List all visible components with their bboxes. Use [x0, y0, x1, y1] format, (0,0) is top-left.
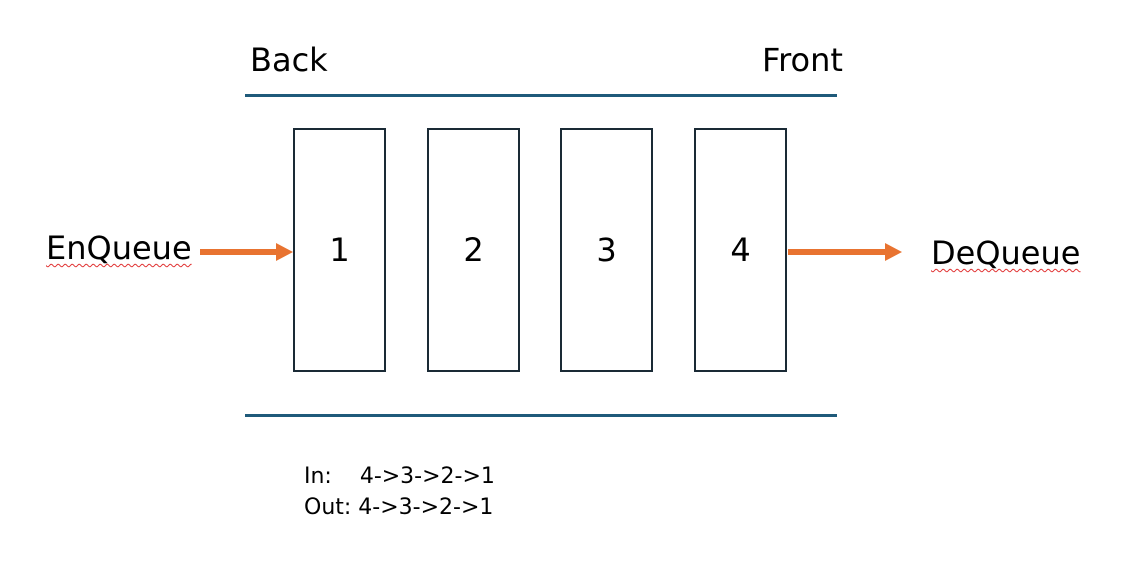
- note-in: In: 4->3->2->1: [304, 464, 495, 489]
- enqueue-label: EnQueue: [46, 229, 192, 267]
- note-out: Out: 4->3->2->1: [304, 495, 494, 520]
- queue-box-4: 4: [694, 128, 787, 372]
- queue-box-value: 2: [463, 231, 484, 269]
- queue-box-1: 1: [293, 128, 386, 372]
- queue-box-value: 4: [730, 231, 751, 269]
- back-label: Back: [250, 41, 328, 79]
- front-label: Front: [762, 41, 843, 79]
- queue-box-3: 3: [560, 128, 653, 372]
- queue-box-value: 1: [329, 231, 350, 269]
- dequeue-label: DeQueue: [931, 234, 1081, 272]
- queue-box-value: 3: [596, 231, 617, 269]
- enqueue-arrow-icon: [200, 243, 293, 261]
- queue-box-2: 2: [427, 128, 520, 372]
- queue-top-rail: [245, 94, 837, 97]
- queue-bottom-rail: [245, 414, 837, 417]
- dequeue-arrow-icon: [788, 243, 902, 261]
